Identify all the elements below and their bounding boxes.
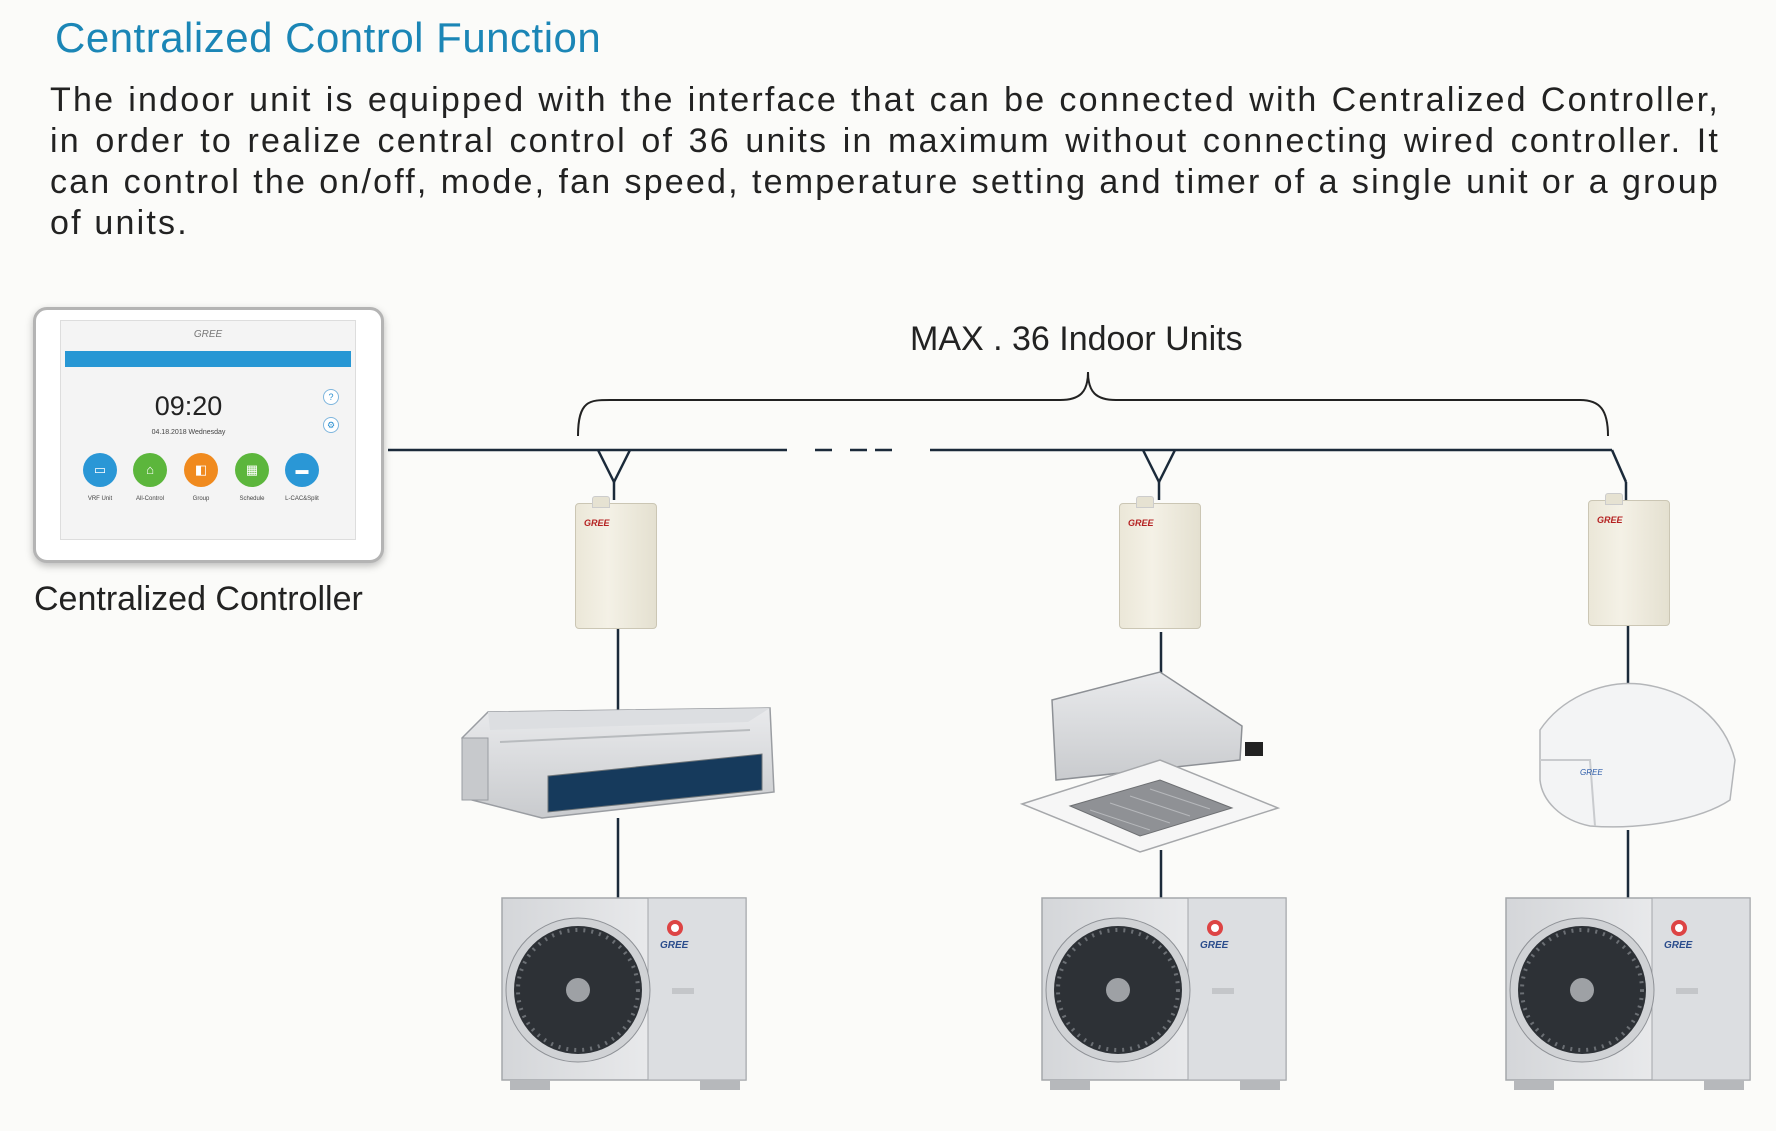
- centralized-controller-device: GREE 09:20 04.18.2018 Wednesday ? ⚙ ▭ VR…: [33, 307, 384, 563]
- interface-box-1: GREE: [575, 496, 657, 629]
- app-label-all-control: All-Control: [135, 496, 164, 502]
- ceiling-indoor-unit: GREE: [1539, 682, 1736, 828]
- interface-box-2: GREE: [1119, 496, 1201, 629]
- controller-date: 04.18.2018 Wednesday: [151, 429, 226, 436]
- page-title: Centralized Control Function: [55, 14, 602, 61]
- controller-screen: GREE 09:20 04.18.2018 Wednesday ? ⚙ ▭ VR…: [60, 320, 356, 540]
- controller-clock: 09:20: [154, 391, 223, 421]
- interface-logo: GREE: [584, 518, 610, 528]
- controller-brand: GREE: [193, 329, 223, 340]
- app-label-split: L-CAC&Split: [285, 496, 319, 502]
- svg-text:GREE: GREE: [1580, 768, 1603, 777]
- description-text: The indoor unit is equipped with the int…: [50, 81, 1720, 242]
- app-label-schedule: Schedule: [239, 496, 265, 502]
- outdoor-unit-3: GREE: [1505, 897, 1751, 1090]
- vrf-unit-icon[interactable]: ▭: [83, 453, 117, 487]
- ducted-indoor-unit: [461, 707, 775, 819]
- outdoor-unit-2: GREE: [1041, 897, 1287, 1090]
- help-icon[interactable]: ?: [323, 389, 339, 405]
- controller-caption: Centralized Controller: [34, 580, 363, 618]
- outdoor-unit-1: GREE: [501, 897, 747, 1090]
- interface-box-3: GREE: [1588, 493, 1670, 626]
- split-icon[interactable]: ▬: [285, 453, 319, 487]
- schedule-icon[interactable]: ▦: [235, 453, 269, 487]
- controller-title-bar: [65, 351, 351, 367]
- settings-icon[interactable]: ⚙: [323, 417, 339, 433]
- interface-logo: GREE: [1128, 518, 1154, 528]
- svg-text:GREE: GREE: [1200, 940, 1229, 951]
- bus-line: [388, 448, 1630, 898]
- svg-text:GREE: GREE: [1664, 940, 1693, 951]
- group-icon[interactable]: ◧: [184, 453, 218, 487]
- svg-text:GREE: GREE: [660, 940, 689, 951]
- interface-logo: GREE: [1597, 515, 1623, 525]
- cassette-indoor-unit: [1019, 671, 1281, 853]
- all-control-icon[interactable]: ⌂: [133, 453, 167, 487]
- app-label-group: Group: [192, 496, 210, 502]
- max-units-label: MAX . 36 Indoor Units: [910, 320, 1243, 358]
- app-label-vrf-unit: VRF Unit: [87, 496, 113, 502]
- group-brace: [577, 371, 1609, 437]
